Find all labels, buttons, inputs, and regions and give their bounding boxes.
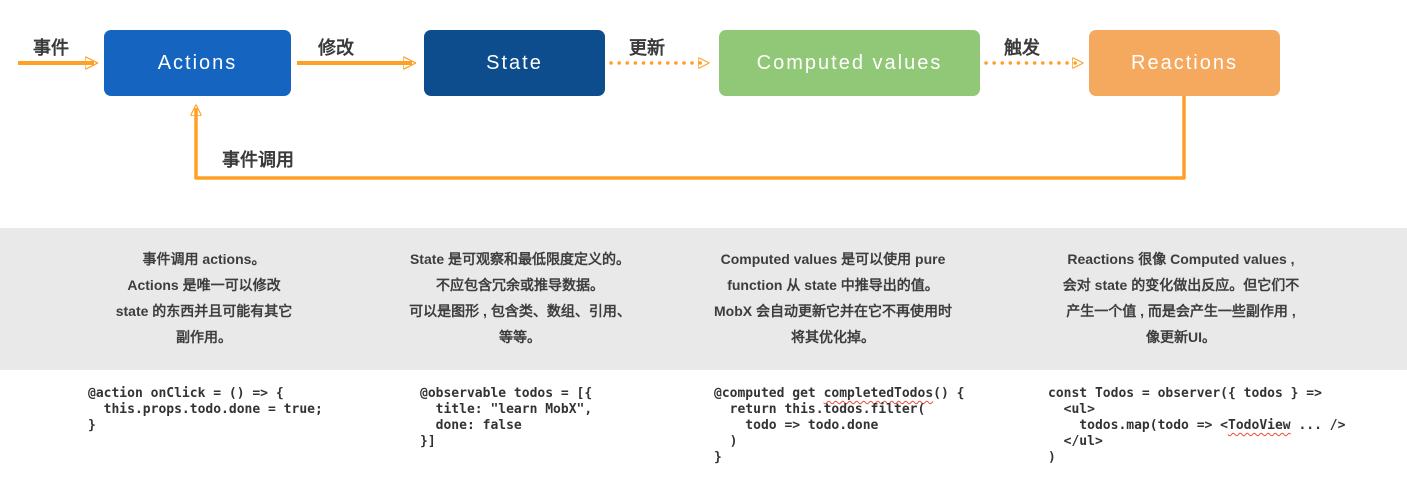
loop-arrow bbox=[196, 96, 1186, 180]
state-code-snippet: @observable todos = [{ title: "learn Mob… bbox=[420, 386, 593, 449]
actions-description: 事件调用 actions。 Actions 是唯一可以修改 state 的东西并… bbox=[115, 251, 293, 345]
computed-values-box-label: Computed values bbox=[756, 51, 943, 74]
reactions-code-snippet: const Todos = observer({ todos } => <ul>… bbox=[1048, 386, 1346, 465]
state-box: State bbox=[424, 30, 605, 96]
reactions-description: Reactions 很像 Computed values , 会对 state … bbox=[1062, 251, 1300, 345]
computed-description: Computed values 是可以使用 pure function 从 st… bbox=[714, 251, 952, 345]
update-label: 更新 bbox=[629, 38, 665, 58]
actions-box-label: Actions bbox=[157, 51, 238, 74]
computed-values-box: Computed values bbox=[719, 30, 980, 96]
actions-box: Actions bbox=[104, 30, 291, 96]
reactions-box: Reactions bbox=[1089, 30, 1280, 96]
descriptions-band bbox=[0, 228, 1407, 370]
loop-label: 事件调用 bbox=[222, 150, 294, 170]
modify-label: 修改 bbox=[318, 38, 354, 58]
actions-code-snippet: @action onClick = () => { this.props.tod… bbox=[88, 386, 323, 433]
event-label: 事件 bbox=[33, 38, 69, 58]
trigger-label: 触发 bbox=[1004, 38, 1040, 58]
flow-diagram-section: 事件 修改 更新 触发 事件调用 Actions State Computed … bbox=[0, 0, 1407, 228]
reactions-box-label: Reactions bbox=[1131, 51, 1238, 74]
state-box-label: State bbox=[486, 51, 543, 74]
state-description: State 是可观察和最低限度定义的。 不应包含冗余或推导数据。 可以是图形 ,… bbox=[409, 251, 631, 345]
computed-code-snippet: @computed get completedTodos() { return … bbox=[714, 386, 965, 465]
flow-arrows bbox=[18, 0, 1186, 180]
